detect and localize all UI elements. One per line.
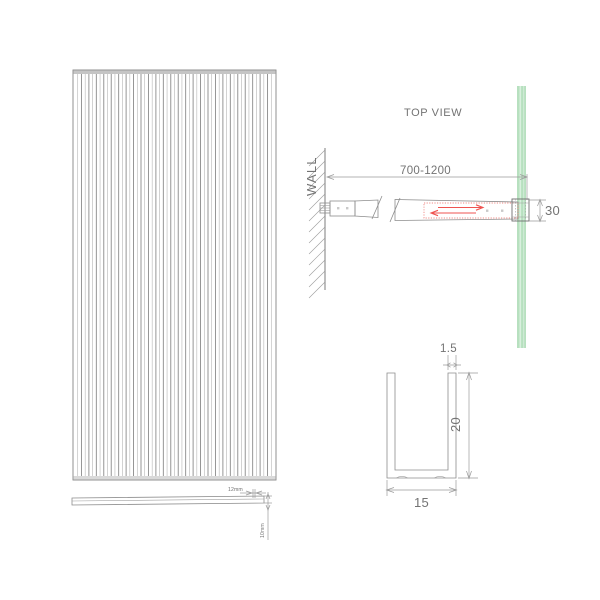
- u-channel-profile: 1.5 20 15: [385, 343, 478, 510]
- support-bar-adjustable-segment: [389, 197, 519, 223]
- support-bar-wall-segment: [319, 195, 383, 220]
- dimension-wall-1-5: 1.5: [440, 343, 461, 370]
- dimension-span-700-1200: 700-1200: [325, 165, 529, 200]
- edge-thickness-label: 12mm: [228, 487, 243, 493]
- dimension-edge-12mm: 12mm: [228, 487, 266, 498]
- top-view-assembly: TOP VIEW WALL 700-1200: [304, 86, 560, 348]
- wall: WALL: [304, 148, 326, 299]
- wall-label: WALL: [304, 156, 319, 196]
- dimension-bracket-30: 30: [529, 198, 560, 223]
- span-dimension-label: 700-1200: [400, 165, 451, 177]
- bracket-depth-label: 30: [545, 203, 560, 218]
- panel-thickness-label: 10mm: [260, 523, 266, 538]
- top-view-title: TOP VIEW: [404, 107, 462, 119]
- adjust-arrows: [429, 204, 485, 217]
- channel-width-label: 15: [414, 495, 429, 510]
- dimension-thickness-10mm: 10mm: [260, 492, 272, 540]
- glass-clamp-bracket: [511, 198, 530, 222]
- dimension-height-20: 20: [448, 371, 478, 480]
- dimension-width-15: 15: [385, 480, 458, 510]
- flute-lines: [77, 74, 272, 477]
- channel-height-label: 20: [448, 417, 463, 432]
- wall-hatch-lines: [308, 149, 326, 299]
- channel-wall-thickness-label: 1.5: [440, 343, 457, 355]
- panel-edge-section: 12mm 10mm: [71, 487, 272, 540]
- fluted-glass-panel: [72, 69, 277, 481]
